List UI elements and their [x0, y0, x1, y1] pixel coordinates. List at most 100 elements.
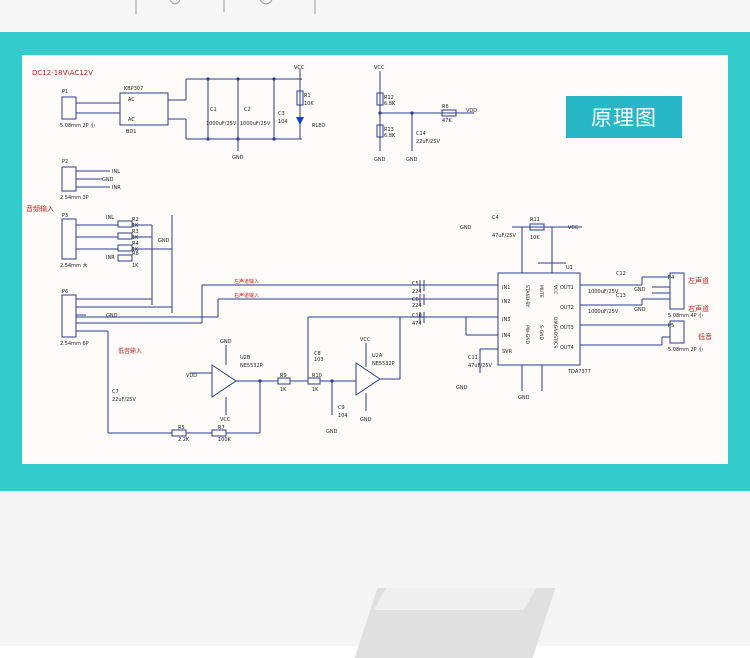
c2-value: 1000uF/25V: [240, 121, 271, 127]
r6-value: 47K: [442, 118, 452, 124]
gnd-label-out2: GND: [634, 307, 646, 313]
gnd-label-3: GND: [406, 157, 418, 163]
sgnd-label: S-GND: [538, 325, 544, 340]
ac-label-1: AC: [128, 97, 135, 103]
gnd-label-c4: GND: [460, 225, 472, 231]
r5-label: R5: [178, 425, 185, 431]
c2-label: C2: [244, 107, 251, 113]
r3-label: R3: [132, 229, 139, 235]
bridge-label: KBP307: [124, 86, 143, 92]
gnd-label-p6: GND: [106, 313, 118, 319]
bass-in-label: 低音输入: [118, 347, 142, 355]
pwgnd-label: PW-GND: [524, 325, 530, 345]
out3-label: OUT3: [560, 325, 574, 331]
c1-value: 1000uF/25V: [206, 121, 237, 127]
u2b-label: U2B: [240, 355, 251, 361]
p5-spec: 5.08mm 2P 小: [668, 346, 703, 353]
r-1k-label-4: 1K: [132, 263, 139, 269]
p1-label: P1: [62, 89, 68, 95]
c8-value: 103: [314, 357, 324, 363]
c8-label: C8: [314, 351, 321, 357]
product-case-top: [373, 588, 537, 610]
power-label: DC12-18V\AC12V: [32, 69, 93, 77]
vcc-label-5: VCC: [360, 337, 371, 343]
gnd-label-chip: GND: [518, 395, 530, 401]
c10-value: 474: [412, 321, 422, 327]
c10-label: C10: [412, 313, 422, 319]
top-strip: [0, 0, 750, 32]
p2-label: P2: [62, 159, 68, 165]
gnd-label-u2b: GND: [220, 339, 232, 345]
c12-value: 1000uF/25V: [588, 289, 619, 295]
r12-label: R12: [384, 95, 394, 101]
bass-label: 低音: [698, 332, 712, 341]
diag-label: DIAGNOSTICS: [552, 317, 558, 348]
p2-spec: 2.54mm 3P: [60, 195, 89, 201]
r10-label: R10: [312, 373, 322, 379]
c13-value: 1000uF/25V: [588, 309, 619, 315]
in3-label: IN3: [502, 317, 510, 323]
left-in-label: 左声道输入: [234, 278, 259, 285]
r-1k-label-1: 1K: [132, 223, 139, 229]
inl-label-2: INL: [106, 215, 114, 221]
vcc-label-4: VCC: [220, 417, 231, 423]
c7-value: 22uF/25V: [112, 397, 136, 403]
c11-label: C11: [468, 355, 478, 361]
c1-label: C1: [210, 107, 217, 113]
c5-label: C5: [412, 281, 419, 287]
r4-label: R4: [132, 241, 139, 247]
gnd-label-u2a: GND: [360, 417, 372, 423]
ac-label-2: AC: [128, 117, 135, 123]
right-ch-label: 右声道: [688, 304, 709, 313]
r-1k-label-2: 1K: [132, 235, 139, 241]
r-1k-label-3: 1K: [132, 247, 139, 253]
gnd-label-out1: GND: [634, 287, 646, 293]
p4-spec: 5.08mm 4P 小: [668, 312, 703, 319]
gnd-label-p2: GND: [102, 177, 114, 183]
schematic-title: 原理图: [566, 96, 682, 138]
inr-label: INR: [112, 185, 121, 191]
p4-label: P4: [668, 275, 674, 281]
r7-value: 100K: [218, 437, 232, 443]
left-ch-label: 左声道: [688, 276, 709, 285]
right-in-label: 右声道输入: [234, 292, 259, 299]
r5-value: 2.2K: [178, 437, 190, 443]
in4-label: IN4: [502, 333, 510, 339]
gnd-label-c11: GND: [456, 385, 468, 391]
c5-value: 224: [412, 289, 422, 295]
mute-label: MUTE: [538, 285, 544, 298]
c3-value: 104: [278, 119, 288, 125]
r2-label: R2: [132, 217, 139, 223]
out1-label: OUT1: [560, 285, 574, 291]
schematic-drawing: DC12-18V\AC12V 音频输入 左声道输入 右声道输入 低音输入 左声道…: [26, 65, 712, 443]
p1-spec: 5.08mm 2P 小: [60, 122, 95, 129]
r10-value: 1K: [312, 387, 319, 393]
svr-label: SVR: [502, 349, 513, 355]
u2a-chip: NE5532P: [372, 361, 395, 367]
p6-spec: 2.54mm 6P: [60, 341, 89, 347]
r9-value: 1K: [280, 387, 287, 393]
u2a-label: U2A: [372, 353, 383, 359]
gnd-label-c9: GND: [326, 429, 338, 435]
c7-label: C7: [112, 389, 119, 395]
in2-label: IN2: [502, 299, 510, 305]
u1-label: U1: [566, 265, 573, 271]
p6-label: P6: [62, 289, 68, 295]
c3-label: C3: [278, 111, 285, 117]
r1-label: R1: [304, 93, 311, 99]
c4-label: C4: [492, 215, 499, 221]
vdd-label-1: VDD: [466, 108, 477, 114]
r7-label: R7: [218, 425, 225, 431]
c13-label: C13: [616, 293, 626, 299]
vcc-label-2: VCC: [374, 65, 385, 71]
gnd-label-1: GND: [232, 155, 244, 161]
vcc-pin-label: VCC: [552, 285, 558, 294]
inl-label: INL: [112, 169, 120, 175]
gnd-label-2: GND: [374, 157, 386, 163]
r13-label: R13: [384, 127, 394, 133]
r1-value: 10K: [304, 101, 314, 107]
r12-value: 6.8K: [384, 101, 396, 107]
p3-spec: 2.54mm 大: [60, 262, 87, 269]
c6-label: C6: [412, 297, 419, 303]
c14-label: C14: [416, 131, 426, 137]
